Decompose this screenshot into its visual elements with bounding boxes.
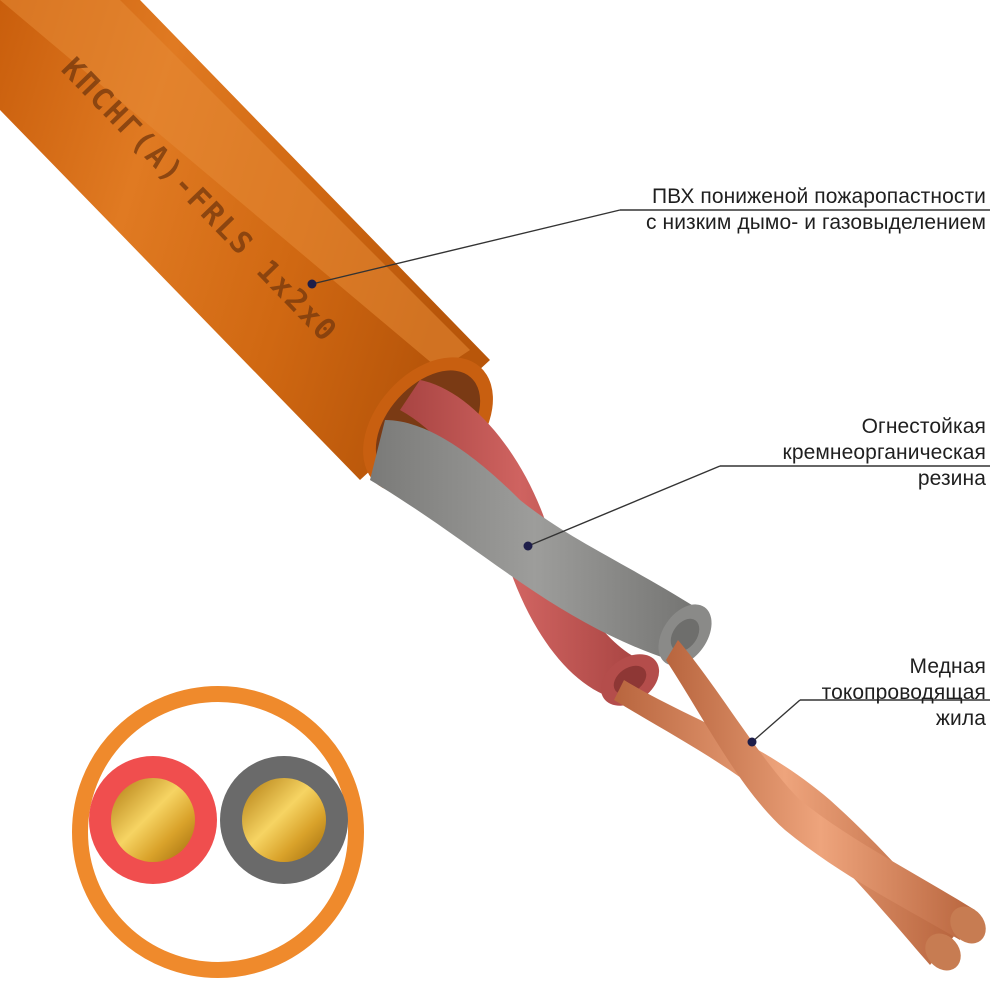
leader-line-sheath <box>311 209 621 285</box>
leader-dot-insulation <box>523 541 533 551</box>
callout-sheath: ПВХ пониженой пожаропастности с низким д… <box>646 184 986 236</box>
copper-conductors <box>614 640 986 971</box>
cable-cross-section-icon <box>72 686 364 978</box>
leader-lines <box>307 209 990 747</box>
leader-dot-conductor <box>747 737 757 747</box>
leader-dot-sheath <box>307 279 317 289</box>
leader-line-conductor <box>751 699 801 743</box>
callout-insulation: Огнестойкая кремнеорганическая резина <box>783 414 986 492</box>
callout-sheath-line-2: с низким дымо- и газовыделением <box>645 211 986 234</box>
callout-insulation-line-3: резина <box>917 467 986 490</box>
callout-sheath-line-1: ПВХ пониженой пожаропастности <box>651 185 986 208</box>
callout-conductor: Медная токопроводящая жила <box>822 654 986 732</box>
leader-line-insulation <box>527 465 721 547</box>
callout-conductor-line-3: жила <box>935 707 986 730</box>
callout-conductor-line-2: токопроводящая <box>821 681 986 704</box>
callout-insulation-line-2: кремнеорганическая <box>782 441 986 464</box>
callout-conductor-line-1: Медная <box>909 655 986 678</box>
callout-insulation-line-1: Огнестойкая <box>861 415 986 438</box>
